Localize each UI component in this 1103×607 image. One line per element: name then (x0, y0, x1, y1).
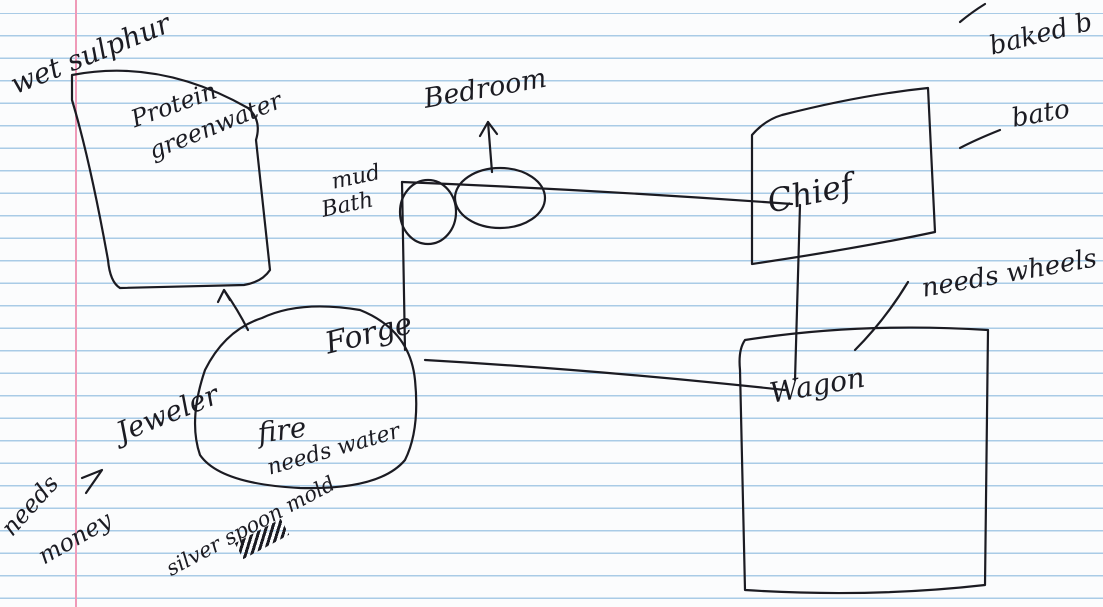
forge-bath-connector (400, 180, 407, 352)
wagon-outline (738, 326, 990, 595)
margin-line (75, 0, 77, 607)
arrow-to-bedroom (486, 120, 494, 174)
arrow-to-bedroom-head (478, 120, 499, 138)
line-to-chief (400, 180, 794, 206)
bedroom-circle (453, 166, 547, 230)
tick-baked (958, 2, 987, 24)
label-fire: fire (255, 410, 309, 450)
mud-bath-circle (398, 178, 458, 246)
chief-room-outline (750, 86, 937, 266)
needs-money-pointer (80, 468, 104, 495)
arrow-to-greenwater-head (216, 288, 232, 304)
forge-area-outline (193, 305, 418, 490)
needs-wheels-pointer (853, 280, 910, 352)
greenwater-room-outline (70, 69, 272, 290)
chief-wagon-connector (793, 203, 802, 382)
line-forge-to-wagon (423, 358, 787, 392)
tick-bato (958, 128, 1002, 150)
